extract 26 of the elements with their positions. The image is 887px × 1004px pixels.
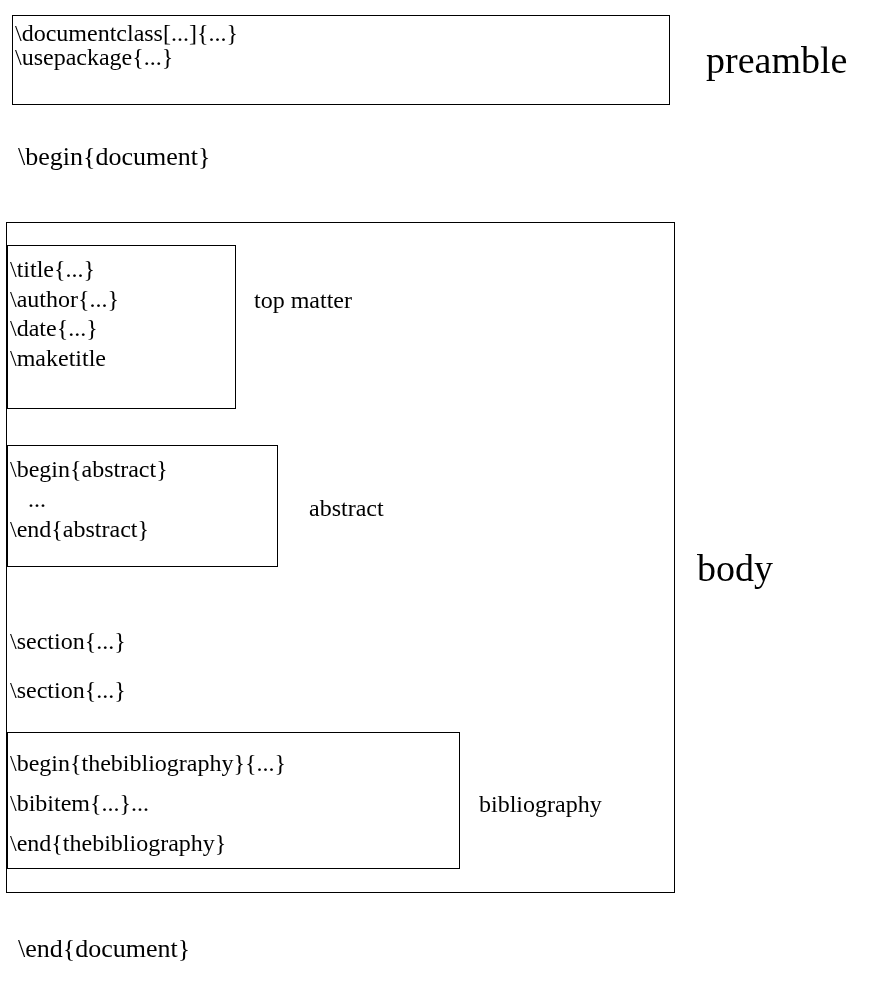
code-line: \maketitle [10, 343, 106, 373]
body-box [6, 222, 675, 893]
code-box [7, 732, 460, 869]
code-line: \begin{abstract} [10, 455, 168, 484]
code-box [12, 15, 670, 105]
code-box [7, 245, 236, 409]
code-line: \section{...} [10, 628, 126, 655]
code-line: \bibitem{...}... [10, 789, 150, 818]
code-line: \section{...} [10, 677, 126, 704]
code-line: \end{document} [18, 935, 191, 964]
code-line: \author{...} [10, 284, 120, 314]
code-line: \begin{thebibliography}{...} [10, 749, 287, 778]
code-box [7, 445, 278, 567]
code-line: ... [27, 485, 46, 514]
section-label: abstract [309, 495, 384, 522]
code-line: \begin{document} [18, 143, 211, 172]
code-line: \usepackage{...} [15, 45, 174, 69]
section-label: preamble [706, 40, 848, 82]
section-label: top matter [254, 287, 352, 314]
code-line: \title{...} [10, 255, 96, 284]
section-label: body [697, 548, 773, 590]
section-label: bibliography [479, 791, 602, 818]
code-line: \end{abstract} [10, 515, 149, 544]
code-line: \documentclass[...]{...} [15, 21, 238, 45]
code-line: \date{...} [10, 314, 98, 343]
code-line: \end{thebibliography} [10, 829, 227, 858]
